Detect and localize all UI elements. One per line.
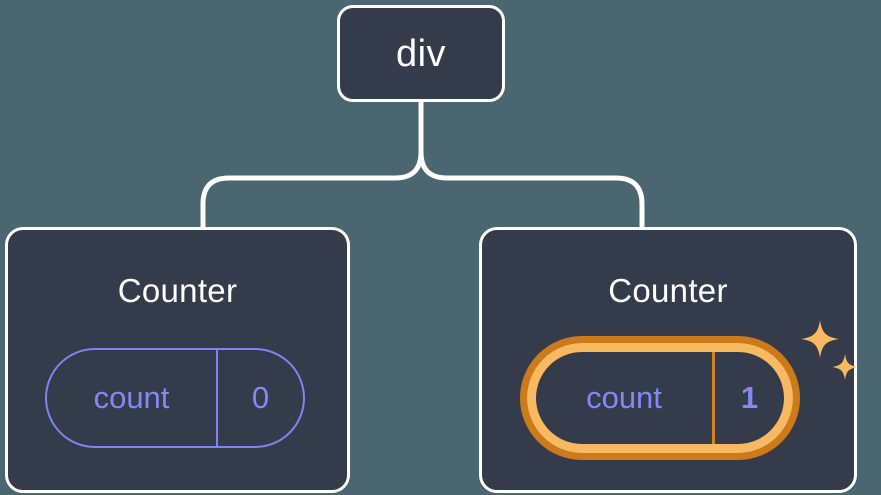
connector-to-right-counter xyxy=(418,99,645,230)
node-counter-left-label: Counter xyxy=(117,272,238,309)
state-pill-right-value: 1 xyxy=(740,380,759,415)
state-pill-right-inner-ring: count 1 xyxy=(527,343,793,453)
state-pill-left-value: 0 xyxy=(251,380,270,415)
node-div[interactable]: div xyxy=(337,5,505,102)
node-div-label: div xyxy=(395,32,447,75)
state-pill-left[interactable]: count 0 xyxy=(45,348,305,448)
state-pill-right-key: count xyxy=(536,352,715,444)
state-pill-right[interactable]: count 1 xyxy=(520,336,800,460)
state-pill-right-body: count 1 xyxy=(520,336,800,460)
state-pill-left-key: count xyxy=(47,350,218,446)
node-counter-right-label: Counter xyxy=(608,272,728,309)
connector-to-left-counter xyxy=(200,99,424,230)
state-pill-left-body: count 0 xyxy=(45,348,305,448)
